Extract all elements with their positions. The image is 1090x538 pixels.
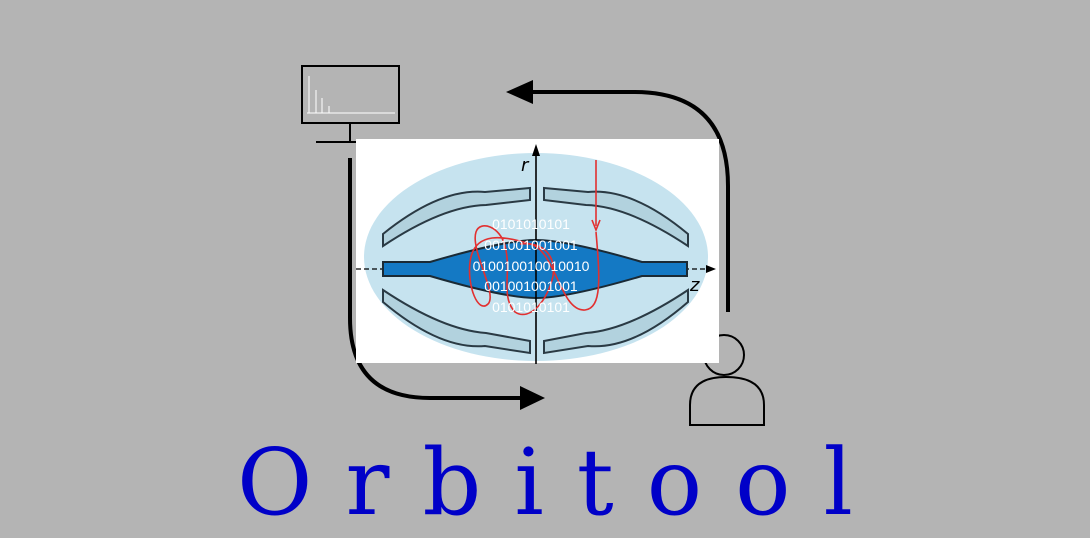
binary-line: 0101010101: [492, 299, 570, 315]
monitor-icon: [301, 65, 400, 143]
arrow-right-icon: [348, 158, 545, 410]
user-icon: [689, 334, 765, 426]
binary-line: 0101010101: [492, 216, 570, 232]
arrow-left-icon: [506, 80, 730, 312]
brand-title: Orbitool: [237, 429, 886, 536]
binary-line: 010010010010010: [473, 258, 590, 274]
z-axis-label: z: [689, 275, 700, 296]
binary-line: 001001001001: [484, 278, 578, 294]
electrode-lower-right: [543, 288, 689, 355]
binary-stream: 0101010101 001001001001 010010010010010 …: [473, 216, 590, 315]
binary-line: 001001001001: [484, 237, 578, 253]
orbitrap-diagram: 0101010101 001001001001 010010010010010 …: [356, 139, 719, 364]
spindle-electrode: [382, 238, 688, 300]
electrode-upper-right: [543, 186, 689, 248]
electrode-lower-left: [382, 288, 531, 355]
ion-trajectory: [468, 160, 601, 316]
r-axis-label: r: [521, 155, 530, 176]
electrode-upper-left: [382, 186, 531, 248]
